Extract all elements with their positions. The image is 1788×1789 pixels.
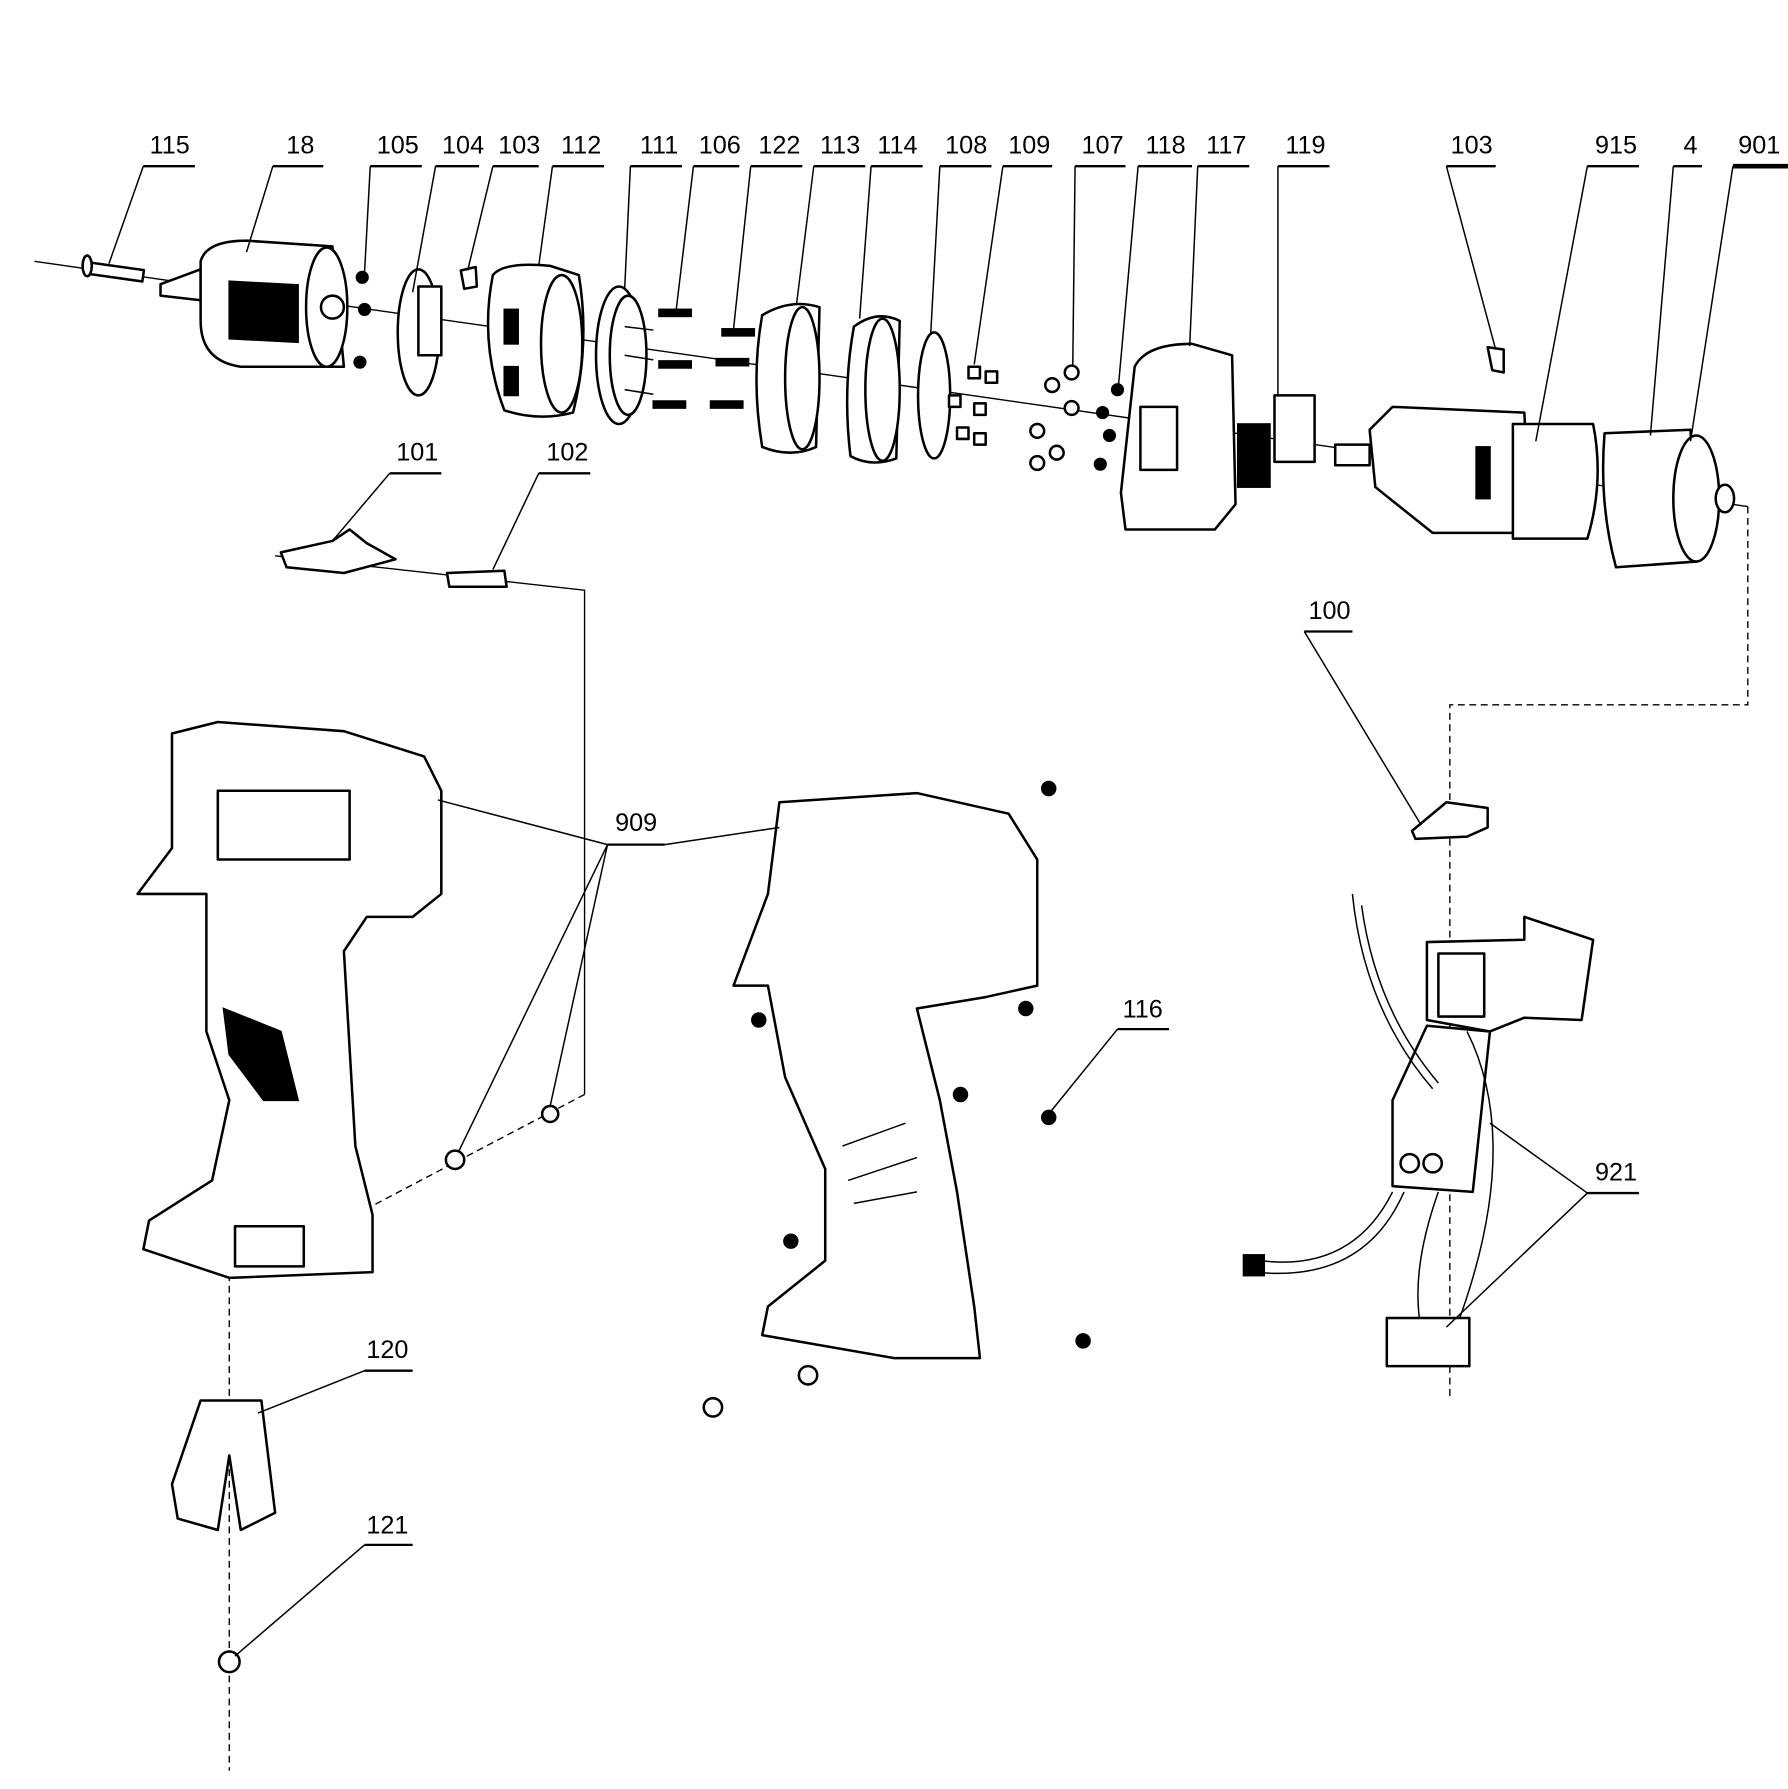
label-121: 121: [366, 1511, 408, 1539]
label-122: 122: [758, 132, 800, 160]
part-105-screws: [353, 270, 372, 369]
label-18: 18: [286, 132, 314, 160]
label-115: 115: [150, 132, 190, 160]
label-105: 105: [377, 132, 419, 160]
part-909-left-housing: [136, 720, 443, 1280]
part-104-plate: [396, 268, 443, 397]
part-107-balls: [1029, 364, 1080, 472]
nuts: [444, 1104, 819, 1418]
part-100-lever: [1410, 800, 1489, 841]
label-101: 101: [396, 439, 438, 467]
label-107: 107: [1082, 132, 1124, 160]
part-108-washer: [916, 331, 952, 460]
label-4: 4: [1683, 132, 1697, 160]
label-108: 108: [945, 132, 987, 160]
callouts-top: 115 18 105 104 103 112 111 106 122 113 1…: [108, 132, 1788, 442]
part-103-clip-right: [1486, 345, 1505, 374]
label-117: 117: [1206, 132, 1246, 160]
label-113: 113: [820, 132, 860, 160]
part-102-spring: [445, 569, 508, 589]
label-921: 921: [1595, 1158, 1637, 1186]
part-18-chuck: [159, 239, 349, 368]
label-103-right: 103: [1451, 132, 1493, 160]
part-115-screw: [81, 254, 146, 283]
motor-to-switch-dashed-line: [1449, 506, 1749, 1401]
label-114: 114: [877, 132, 917, 160]
callouts-other: 101 102 909 100 116 921 120 121: [234, 439, 1639, 1657]
part-116-screws: [751, 780, 1091, 1349]
part-113-ring-gear: [755, 302, 821, 454]
label-106: 106: [699, 132, 741, 160]
label-104: 104: [442, 132, 484, 160]
label-915: 915: [1595, 132, 1637, 160]
part-111-carrier: [594, 285, 654, 426]
label-118: 118: [1146, 132, 1186, 160]
parts: [81, 239, 1736, 1674]
label-100: 100: [1308, 597, 1350, 625]
part-118-screws: [1093, 383, 1125, 471]
part-103-clip: [459, 265, 479, 291]
label-901: 901: [1738, 132, 1780, 160]
label-119: 119: [1285, 132, 1325, 160]
part-921-switch: [1242, 893, 1595, 1368]
part-120-belt-clip: [170, 1399, 277, 1532]
part-106-springs: [652, 308, 693, 409]
label-111: 111: [640, 132, 678, 160]
label-909: 909: [615, 809, 657, 837]
part-909-right-housing: [732, 791, 1039, 1360]
part-117-gearbox-housing: [1119, 342, 1237, 531]
label-102: 102: [546, 439, 588, 467]
label-120: 120: [366, 1336, 408, 1364]
part-114-ring: [845, 315, 901, 464]
label-103: 103: [498, 132, 540, 160]
part-101-switch-slider: [279, 528, 397, 575]
part-915-4-901-motor: [1333, 405, 1736, 569]
part-119-blocks: [1236, 394, 1316, 488]
part-122-springs: [709, 328, 756, 409]
part-121-screw: [217, 1650, 241, 1674]
label-112: 112: [561, 132, 601, 160]
part-112-ring: [486, 263, 585, 418]
label-116: 116: [1123, 996, 1163, 1024]
label-109: 109: [1008, 132, 1050, 160]
switch-slider-line: [275, 555, 586, 1095]
part-109-pins: [947, 365, 999, 446]
